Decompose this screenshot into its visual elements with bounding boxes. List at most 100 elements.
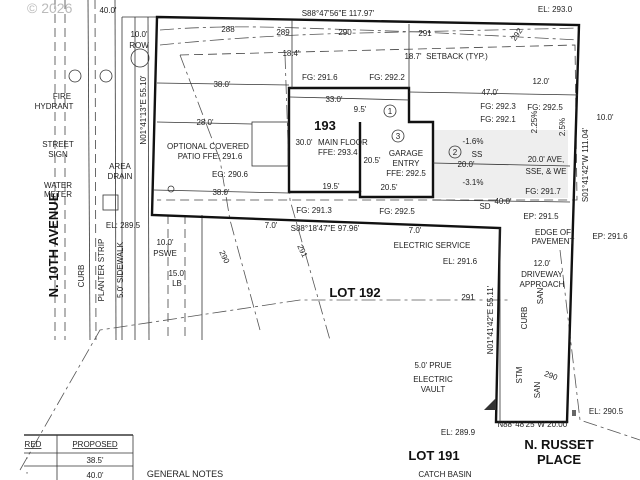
table-header: RED	[25, 440, 42, 449]
label: OPTIONAL COVERED	[167, 142, 249, 151]
table-header: PROPOSED	[72, 440, 118, 449]
dimension-label: 38.0'	[212, 188, 230, 197]
label: EL: 293.0	[538, 5, 573, 14]
label: AREA	[109, 162, 131, 171]
label: FG: 291.7	[525, 187, 561, 196]
table-cell: '	[26, 456, 28, 465]
street-name: N. 10TH AVENUE	[46, 192, 61, 297]
fire-hydrant-icon	[68, 69, 82, 83]
label: VAULT	[421, 385, 446, 394]
label: FG: 291.3	[296, 206, 332, 215]
watermark: © 2026	[27, 0, 73, 16]
bearing-label: N01°41'42"E 55.11'	[486, 285, 495, 354]
dimension-label: 19.5'	[322, 182, 340, 191]
callout-label: 3	[396, 132, 401, 141]
contour-label: 289	[276, 28, 290, 37]
lot-boundary	[150, 15, 581, 424]
lot-number: 193	[314, 118, 336, 133]
label: PAVEMENT	[532, 237, 575, 246]
label: HYDRANT	[35, 102, 74, 111]
dimension-label: 10.0'	[596, 113, 614, 122]
house-footprint[interactable]	[287, 86, 435, 199]
label: ELECTRIC SERVICE	[394, 241, 471, 250]
label: SD	[479, 202, 490, 211]
label: PSWE	[153, 249, 177, 258]
label: 5.0' PRUE	[414, 361, 451, 370]
electric-vault-icon	[484, 398, 496, 410]
patio[interactable]	[251, 121, 289, 167]
label: -1.6%	[463, 137, 484, 146]
label: CURB	[77, 265, 86, 288]
fire-hydrant-valve-icon	[99, 69, 113, 83]
contour-label: 290	[338, 28, 352, 37]
driveway-area	[433, 130, 568, 198]
dimension-label: 47.0'	[481, 88, 499, 97]
contour-label: 290	[543, 369, 559, 382]
dimension-label: 20.5'	[363, 156, 381, 165]
label: 18.4'	[282, 49, 300, 58]
bearing-label: S88°18'47"E 97.96'	[291, 224, 360, 233]
dimension-label: 15.0'	[168, 269, 186, 278]
label: APPROACH	[520, 280, 565, 289]
label: EP: 291.6	[592, 232, 628, 241]
general-notes-heading: GENERAL NOTES	[147, 469, 223, 479]
street-name: PLACE	[537, 452, 581, 467]
label: 18.7'	[404, 52, 422, 61]
label: 2.25%	[530, 111, 539, 134]
label: FG: 292.2	[369, 73, 405, 82]
label: FFE: 292.5	[386, 169, 426, 178]
annotations: 40.0' 10.0' ROW N01°41'13"E 55.10' 288 2…	[35, 5, 628, 479]
label: DRAIN	[108, 172, 133, 181]
table-cell: '	[26, 471, 28, 480]
label: STREET	[42, 140, 74, 149]
label: ENTRY	[393, 159, 421, 168]
street-name: N. RUSSET	[524, 437, 593, 452]
dimension-label: 9.5'	[354, 105, 367, 114]
bearing-label: N01°41'13"E 55.10'	[139, 75, 148, 145]
label: CATCH BASIN	[418, 470, 471, 479]
label: METER	[44, 190, 72, 199]
label: 20.0' AVE,	[528, 155, 565, 164]
dimension-label: 7.0'	[265, 221, 278, 230]
label: GARAGE	[389, 149, 423, 158]
dimension-label: 20.0'	[457, 160, 475, 169]
dimension-label: 7.0'	[409, 226, 422, 235]
dimension-label: 28.0'	[196, 118, 214, 127]
label: EL: 291.6	[443, 257, 478, 266]
label: -3.1%	[463, 178, 484, 187]
label: EG: 290.6	[212, 170, 249, 179]
callout-label: 1	[388, 107, 393, 116]
contour-label: 288	[221, 25, 235, 34]
dimension-label: 30.0'	[295, 138, 313, 147]
label: DRIVEWAY	[521, 270, 563, 279]
street-lines	[54, 0, 203, 341]
label: EDGE OF	[535, 228, 571, 237]
label: 40.0'	[99, 6, 117, 15]
contour-lines	[19, 26, 640, 471]
dimension-lines	[153, 20, 579, 422]
dimension-label: 12.0'	[532, 77, 550, 86]
label: EL: 289.5	[106, 221, 141, 230]
setback-table: RED PROPOSED ' 38.5' ' 40.0'	[24, 434, 134, 480]
callout-1-icon	[383, 104, 397, 118]
contour-label: 291	[295, 243, 309, 259]
dimension-label: 20.5'	[380, 183, 398, 192]
bearing-label: S88°47'56"E 117.97'	[302, 9, 375, 18]
label: STM	[515, 366, 524, 383]
callout-2-icon	[448, 145, 462, 159]
label: FFE: 293.4	[318, 148, 358, 157]
label: WATER	[44, 181, 72, 190]
contour-label: 291	[418, 29, 432, 38]
contour-label: 291	[461, 293, 475, 302]
label: FG: 292.5	[527, 103, 563, 112]
area-drain-icon	[167, 185, 175, 193]
label: SSE, & WE	[526, 167, 567, 176]
contour-label: 290	[217, 249, 231, 265]
dimension-label: 12.0'	[533, 259, 551, 268]
dimension-label: 40.0'	[494, 197, 512, 206]
callout-label: 2	[453, 148, 458, 157]
label: FG: 291.6	[302, 73, 338, 82]
label: SETBACK (TYP.)	[426, 52, 488, 61]
label: 10.0'	[130, 30, 148, 39]
